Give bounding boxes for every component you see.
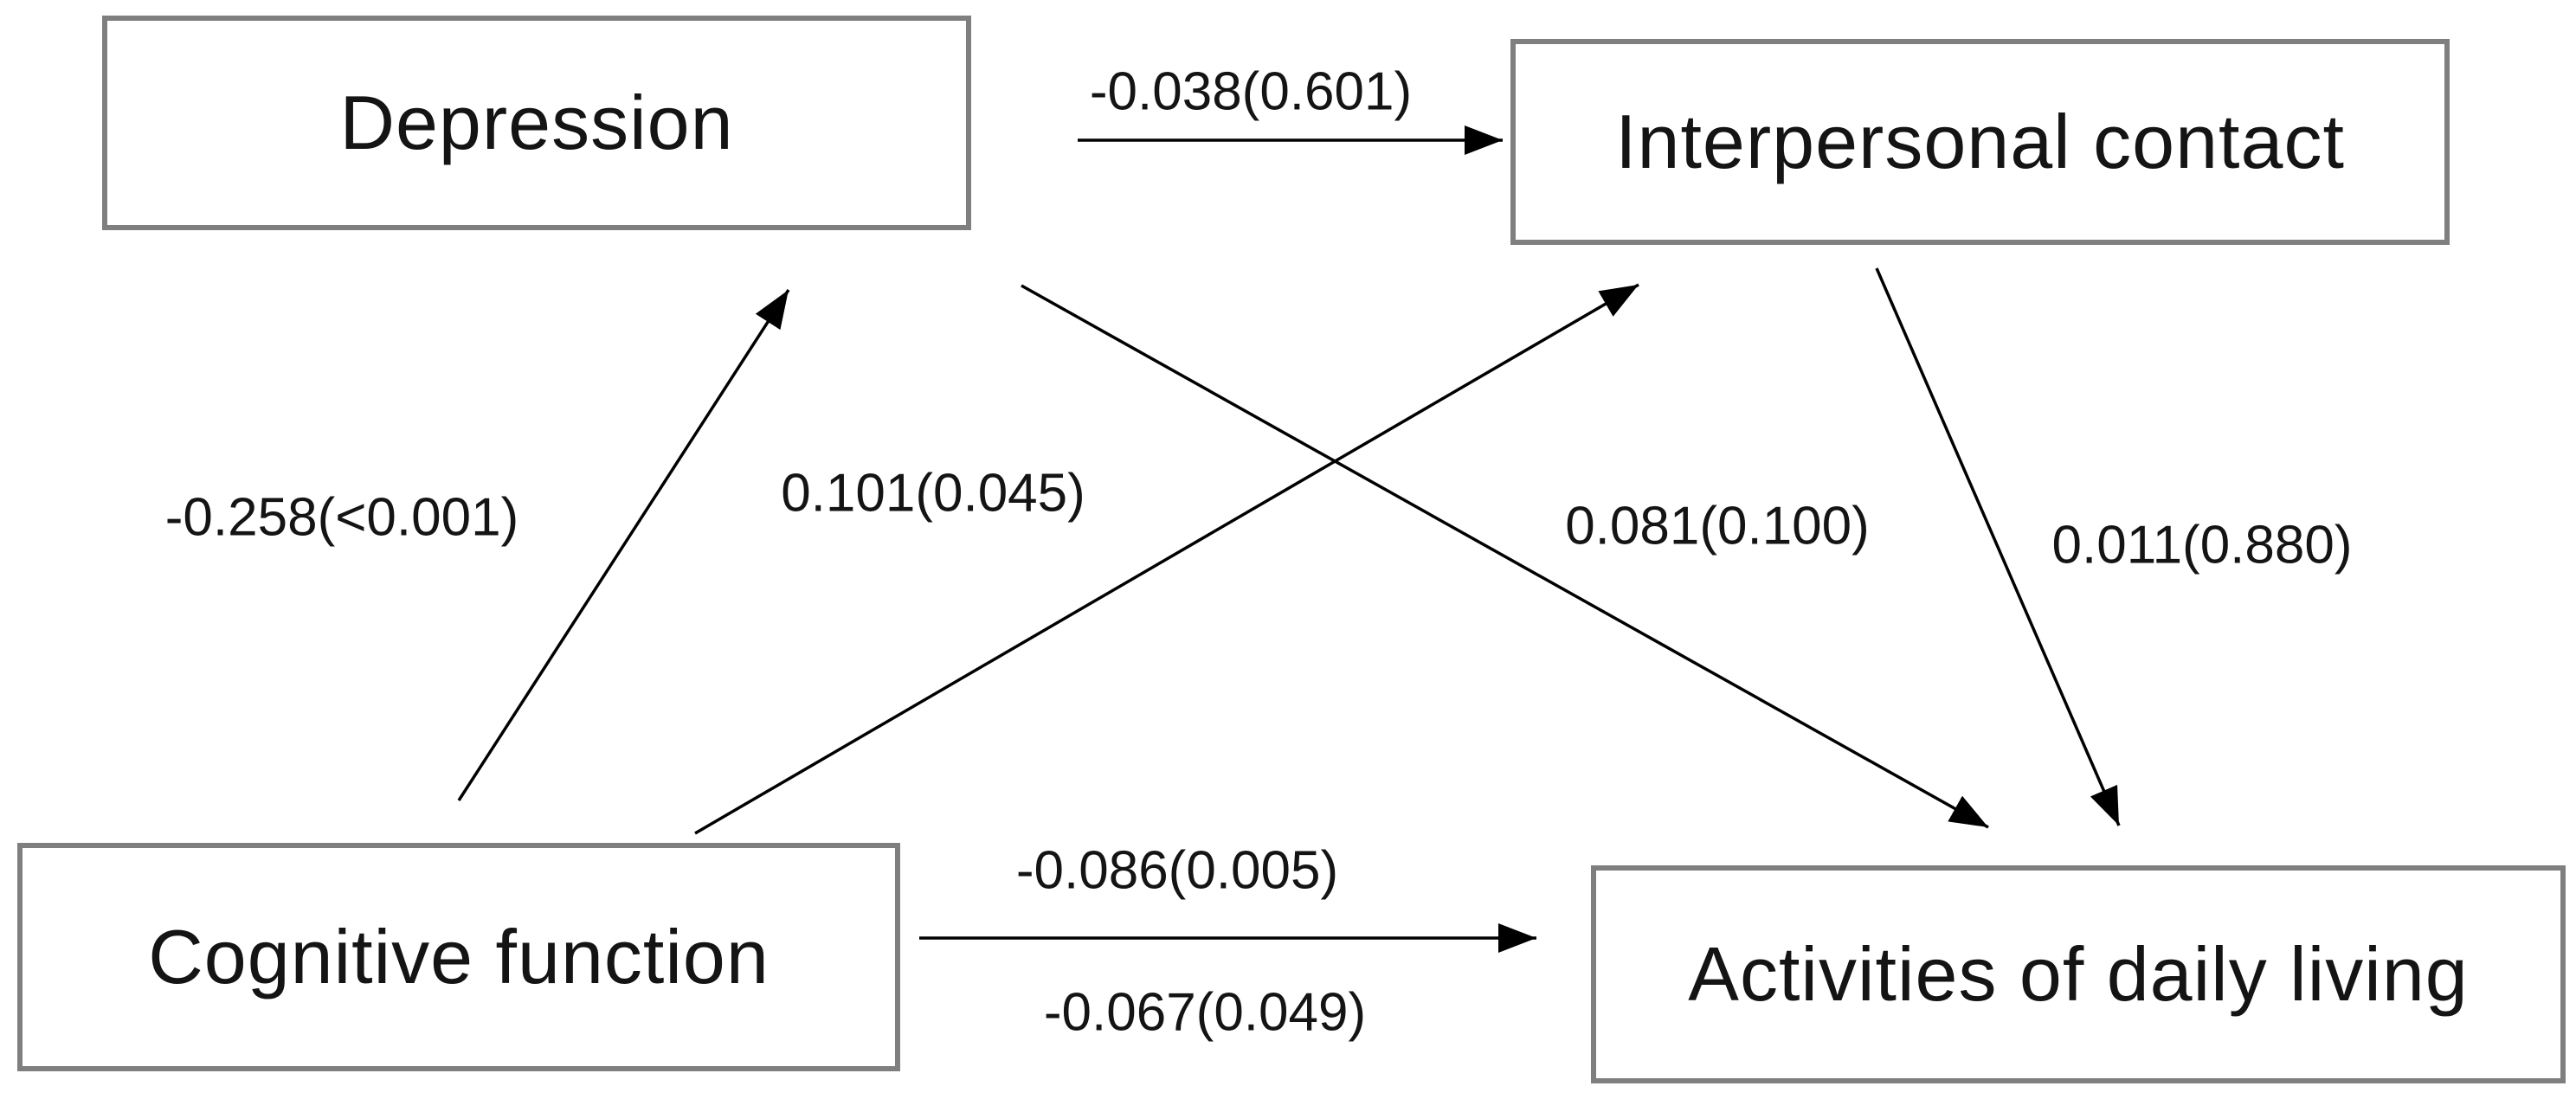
node-activities-of-daily-living-label: Activities of daily living xyxy=(1688,931,2469,1017)
node-interpersonal-contact-label: Interpersonal contact xyxy=(1615,99,2345,184)
edge-cognitive-to-interpersonal-coefficient: 0.101(0.045) xyxy=(781,463,1085,524)
edge-depression-to-adl-coefficient: 0.081(0.100) xyxy=(1565,496,1870,556)
node-cognitive-function-label: Cognitive function xyxy=(148,914,770,999)
edge-cognitive-to-depression-line xyxy=(457,289,790,801)
edge-cognitive-to-depression-coefficient: -0.258(<0.001) xyxy=(164,487,519,548)
edge-interpersonal-to-adl-coefficient: 0.011(0.880) xyxy=(2051,515,2353,575)
edge-cognitive-to-adl-coefficient-below: -0.067(0.049) xyxy=(1043,982,1367,1043)
edge-depression-to-adl-line xyxy=(1021,284,1989,829)
node-activities-of-daily-living: Activities of daily living xyxy=(1591,865,2566,1083)
node-cognitive-function: Cognitive function xyxy=(17,843,900,1071)
edge-depression-to-interpersonal-coefficient: -0.038(0.601) xyxy=(1089,61,1413,122)
edge-cognitive-to-adl-coefficient-above: -0.086(0.005) xyxy=(1015,840,1339,901)
node-interpersonal-contact: Interpersonal contact xyxy=(1510,39,2450,245)
edge-interpersonal-to-adl-line xyxy=(1875,267,2121,826)
node-depression-label: Depression xyxy=(339,80,734,165)
node-depression: Depression xyxy=(102,16,971,230)
edge-cognitive-to-interpersonal-line xyxy=(694,283,1639,835)
